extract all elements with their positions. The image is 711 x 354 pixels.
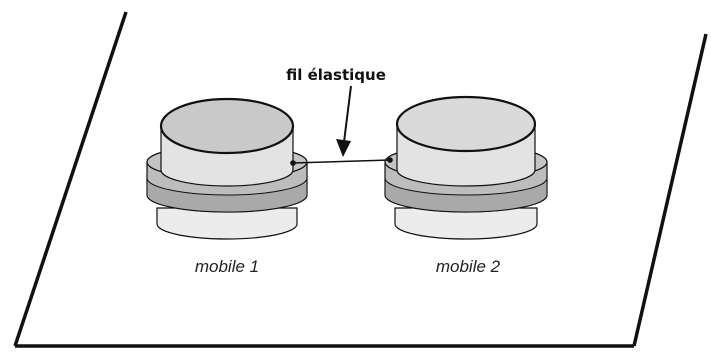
table-edge-left	[13, 11, 128, 347]
wire-label: fil élastique	[286, 66, 386, 84]
mobile-2-base	[394, 207, 538, 240]
elastic-wire	[290, 157, 393, 166]
mobile-2-puck	[384, 95, 548, 240]
wire-pointer-arrow	[336, 85, 352, 157]
mobile-2-collar-band	[384, 177, 548, 213]
arrow-head	[336, 139, 351, 157]
arrow-shaft	[342, 85, 352, 151]
wire-attach-right	[387, 157, 393, 163]
elastic-wire-line	[292, 159, 391, 164]
mobile-1-puck	[146, 97, 308, 240]
mobile-2-label: mobile 2	[436, 257, 501, 276]
wire-attach-left	[290, 160, 296, 166]
mobile-1-label: mobile 1	[195, 257, 259, 276]
mobile-2-top	[395, 95, 537, 153]
table-edge-right	[632, 33, 708, 347]
mobile-1-top	[159, 97, 295, 155]
table-surface	[13, 11, 708, 348]
mobile-1-collar-band	[146, 177, 308, 213]
mobile-1-base	[156, 207, 298, 240]
